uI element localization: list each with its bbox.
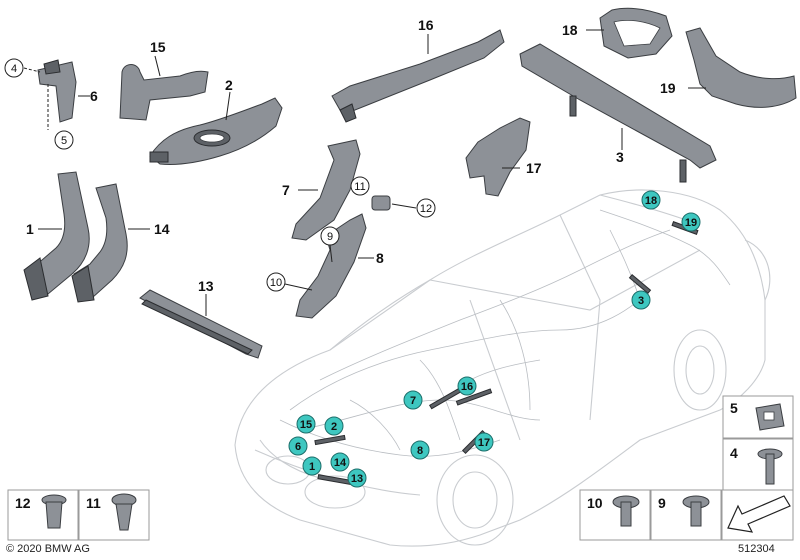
part-19-label: 19 [660, 80, 676, 96]
svg-text:12: 12 [15, 495, 31, 511]
car-marker-8 [410, 440, 430, 460]
part-3-long-channel [519, 43, 717, 183]
car-marker-1 [302, 456, 322, 476]
part-14-harness-guide [71, 183, 128, 303]
part-17-label: 17 [526, 160, 542, 176]
part-9-label: 9 [327, 231, 333, 243]
part-16-label: 16 [418, 17, 434, 33]
part-17-bracket [465, 117, 531, 197]
svg-text:17: 17 [478, 437, 490, 449]
car-marker-19 [681, 212, 701, 232]
part-8-bracket [295, 213, 367, 319]
part-15-label: 15 [150, 39, 166, 55]
part-18-duct [599, 7, 673, 59]
svg-text:8: 8 [417, 445, 423, 457]
car-part-strips [314, 221, 699, 486]
svg-text:15: 15 [300, 419, 312, 431]
svg-text:1: 1 [309, 461, 315, 473]
hardware-box-arrow [721, 489, 794, 541]
car-marker-2 [324, 416, 344, 436]
part-15-duct [119, 64, 209, 121]
copyright-text: © 2020 BMW AG [6, 543, 90, 555]
hardware-box-9: 9 [650, 489, 722, 541]
part-11-callout-circle [350, 176, 370, 196]
svg-text:16: 16 [461, 381, 473, 393]
part-12-callout-circle [416, 198, 436, 218]
car-wireframe [234, 189, 771, 547]
hardware-box-12: 12 [7, 489, 79, 541]
part-2-bracket [149, 97, 283, 165]
part-11-label: 11 [354, 181, 365, 193]
svg-text:13: 13 [351, 473, 363, 485]
part-5-callout-circle [54, 130, 74, 150]
svg-text:2: 2 [331, 421, 337, 433]
part-1-harness-guide [23, 171, 90, 301]
part-12-label: 12 [420, 203, 432, 215]
car-marker-6 [288, 436, 308, 456]
svg-text:3: 3 [638, 295, 644, 307]
part-13-rail [139, 289, 263, 359]
hardware-box-11: 11 [78, 489, 150, 541]
part-18-label: 18 [562, 22, 578, 38]
part-7-bracket [291, 139, 361, 241]
part-16-channel [331, 29, 505, 123]
car-marker-7 [403, 390, 423, 410]
part-4-label: 4 [11, 63, 17, 75]
part-4-callout-circle [4, 58, 24, 78]
car-markers: 18 19 3 16 7 17 15 2 6 8 1 14 13 [288, 190, 701, 488]
svg-text:4: 4 [730, 445, 738, 461]
car-marker-15 [296, 414, 316, 434]
part-5-label: 5 [61, 135, 67, 147]
car-marker-14 [330, 452, 350, 472]
part-14-label: 14 [154, 221, 170, 237]
svg-text:10: 10 [587, 495, 603, 511]
part-2-label: 2 [225, 77, 233, 93]
hardware-box-10: 10 [579, 489, 651, 541]
car-marker-3 [631, 290, 651, 310]
part-7-label: 7 [282, 182, 290, 198]
part-1-label: 1 [26, 221, 34, 237]
svg-text:7: 7 [410, 395, 416, 407]
svg-text:14: 14 [334, 457, 347, 469]
svg-text:5: 5 [730, 400, 738, 416]
hardware-box-5: 5 [722, 395, 794, 439]
svg-text:18: 18 [645, 195, 657, 207]
part-6-label: 6 [90, 88, 98, 104]
part-3-label: 3 [616, 149, 624, 165]
part-12-clip-on-bracket [371, 195, 391, 211]
car-marker-16 [457, 376, 477, 396]
part-8-label: 8 [376, 250, 384, 266]
part-13-label: 13 [198, 278, 214, 294]
part-10-callout-circle [266, 272, 286, 292]
car-marker-17 [474, 432, 494, 452]
part-19-duct [685, 27, 797, 108]
diagram-code: 512304 [738, 543, 775, 555]
hardware-box-4: 4 [722, 438, 794, 492]
part-10-label: 10 [270, 277, 282, 289]
car-marker-13 [347, 468, 367, 488]
car-marker-18 [641, 190, 661, 210]
svg-text:9: 9 [658, 495, 666, 511]
svg-text:6: 6 [295, 441, 301, 453]
part-6-bracket [23, 59, 90, 130]
svg-text:11: 11 [86, 495, 101, 511]
svg-text:19: 19 [685, 217, 697, 229]
